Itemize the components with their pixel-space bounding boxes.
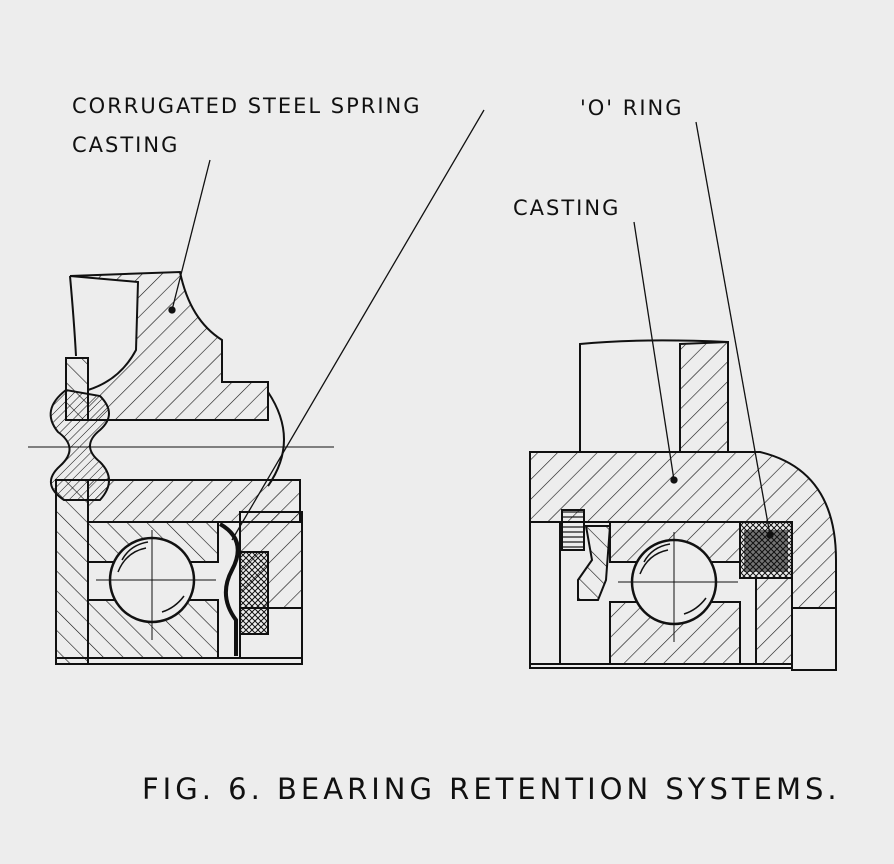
left-retaining-plate	[55, 479, 89, 665]
leader-right-casting-dot	[670, 476, 678, 484]
right-casting-label: CASTING	[513, 196, 621, 220]
right-snap-ring	[561, 509, 585, 551]
left-ball-shading	[117, 541, 185, 613]
left-base-outline	[55, 657, 303, 665]
right-casting-hatched-column	[679, 340, 729, 453]
leader-left-casting-dot	[168, 306, 176, 314]
left-casting-outline	[69, 275, 77, 357]
leader-left-casting	[171, 159, 211, 311]
leader-right-oring	[695, 121, 771, 536]
figure-caption: FIG. 6. BEARING RETENTION SYSTEMS.	[142, 772, 841, 806]
right-inner-sleeve	[755, 577, 793, 665]
right-base-outline	[529, 663, 793, 669]
left-wave-spring	[218, 522, 240, 656]
leader-lines	[168, 109, 774, 541]
right-base-right	[791, 607, 837, 671]
leader-left-spring	[231, 109, 485, 541]
right-o-ring-dark	[744, 530, 788, 572]
leader-right-casting	[633, 221, 675, 481]
left-seal-block	[239, 551, 269, 635]
right-oring-label: 'O' RING	[580, 96, 684, 120]
left-spring-label: CORRUGATED STEEL SPRING	[72, 94, 422, 118]
leader-right-oring-dot	[766, 531, 774, 539]
right-ball-shading	[639, 543, 707, 615]
right-housing-left	[529, 521, 561, 665]
right-assembly	[529, 339, 837, 671]
left-spring-boss	[267, 391, 285, 487]
left-casting-label: CASTING	[72, 133, 180, 157]
left-casting-upper	[69, 270, 269, 421]
left-corrugated-spring-body	[49, 388, 110, 501]
left-assembly	[28, 270, 334, 665]
